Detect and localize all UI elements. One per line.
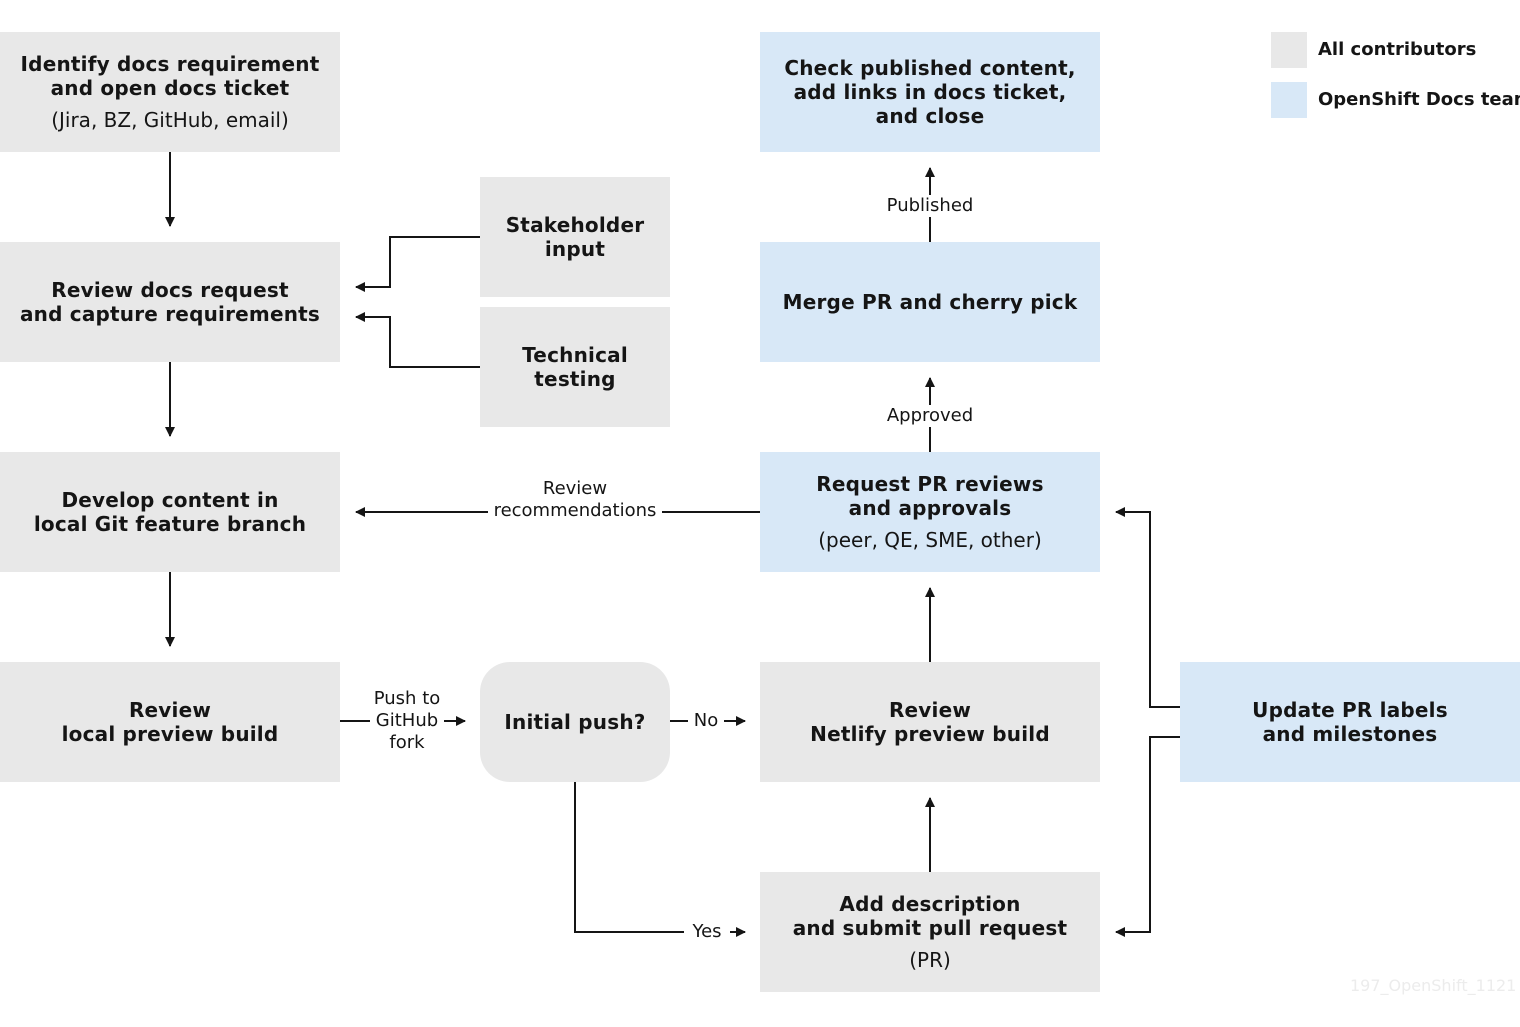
legend-label-docs-team: OpenShift Docs team (1318, 89, 1520, 110)
edge-label-no: No (688, 710, 724, 732)
legend-swatch-docs-team (1271, 82, 1307, 118)
node-subtitle: (PR) (909, 948, 951, 972)
edge-label-approved: Approved (880, 405, 980, 427)
node-merge-pr: Merge PR and cherry pick (760, 242, 1100, 362)
legend-swatch-all-contributors (1271, 32, 1307, 68)
arrow-labels-to-submit (1115, 736, 1180, 937)
node-subtitle: (Jira, BZ, GitHub, email) (51, 108, 289, 132)
arrow-stakeholder-to-review (355, 236, 480, 292)
node-subtitle: (peer, QE, SME, other) (818, 528, 1042, 552)
edge-label-yes: Yes (684, 921, 730, 943)
node-title: Initial push? (504, 710, 646, 734)
arrow-technical-to-review (355, 312, 480, 368)
edge-label-published: Published (880, 195, 980, 217)
decision-initial-push: Initial push? (480, 662, 670, 782)
arrow-initial-push-yes (574, 782, 746, 937)
watermark: 197_OpenShift_1121 (1350, 976, 1517, 995)
node-check-published-content: Check published content,add links in doc… (760, 32, 1100, 152)
arrow-labels-to-reviews (1115, 507, 1180, 708)
legend-label-all-contributors: All contributors (1318, 39, 1477, 60)
node-title: Check published content,add links in doc… (784, 56, 1076, 128)
node-title: Merge PR and cherry pick (782, 290, 1078, 314)
